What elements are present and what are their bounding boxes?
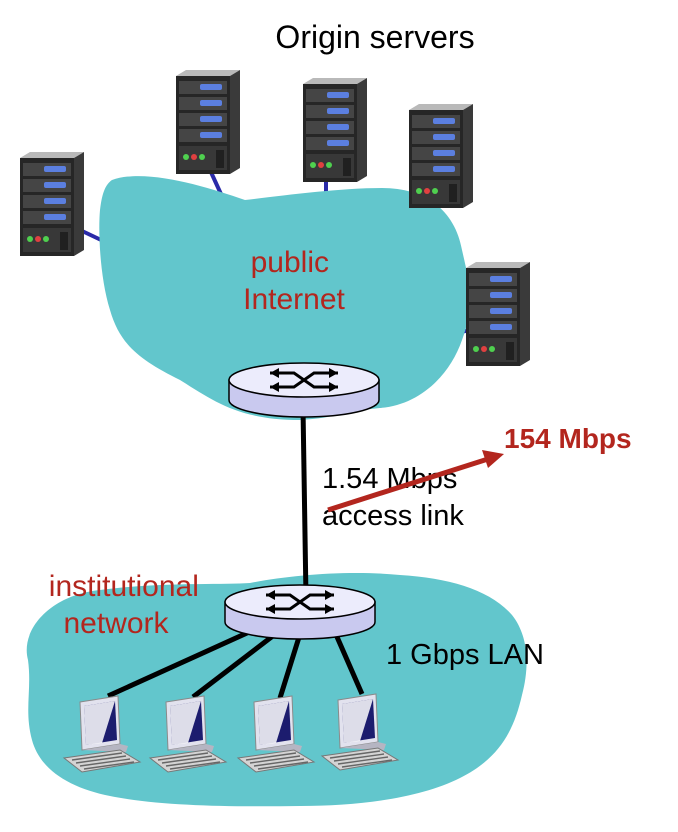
server-icon [466, 262, 530, 366]
router-icon [227, 361, 381, 419]
upgraded-rate-label: 154 Mbps [504, 423, 632, 454]
public-label-line1: public [251, 246, 329, 279]
institutional-network-cloud [26, 572, 527, 807]
institutional-label-line1: institutional [49, 570, 199, 603]
origin-servers-title: Origin servers [275, 19, 474, 55]
public-label-line2: Internet [243, 283, 345, 316]
lan-wires [106, 625, 365, 699]
server-icon [409, 104, 473, 208]
public-internet-cloud [99, 176, 470, 420]
lan-speed-label: 1 Gbps LAN [386, 639, 544, 671]
server-icon [303, 78, 367, 182]
router-icon [223, 583, 377, 641]
public-internet-label: public Internet [243, 246, 345, 316]
institutional-network-label: institutional network [49, 570, 207, 640]
server-icon [176, 70, 240, 174]
access-link-wire [300, 407, 309, 599]
server-icon [20, 152, 84, 256]
institutional-label-line2: network [63, 607, 169, 640]
upgrade-arrow [327, 450, 504, 513]
